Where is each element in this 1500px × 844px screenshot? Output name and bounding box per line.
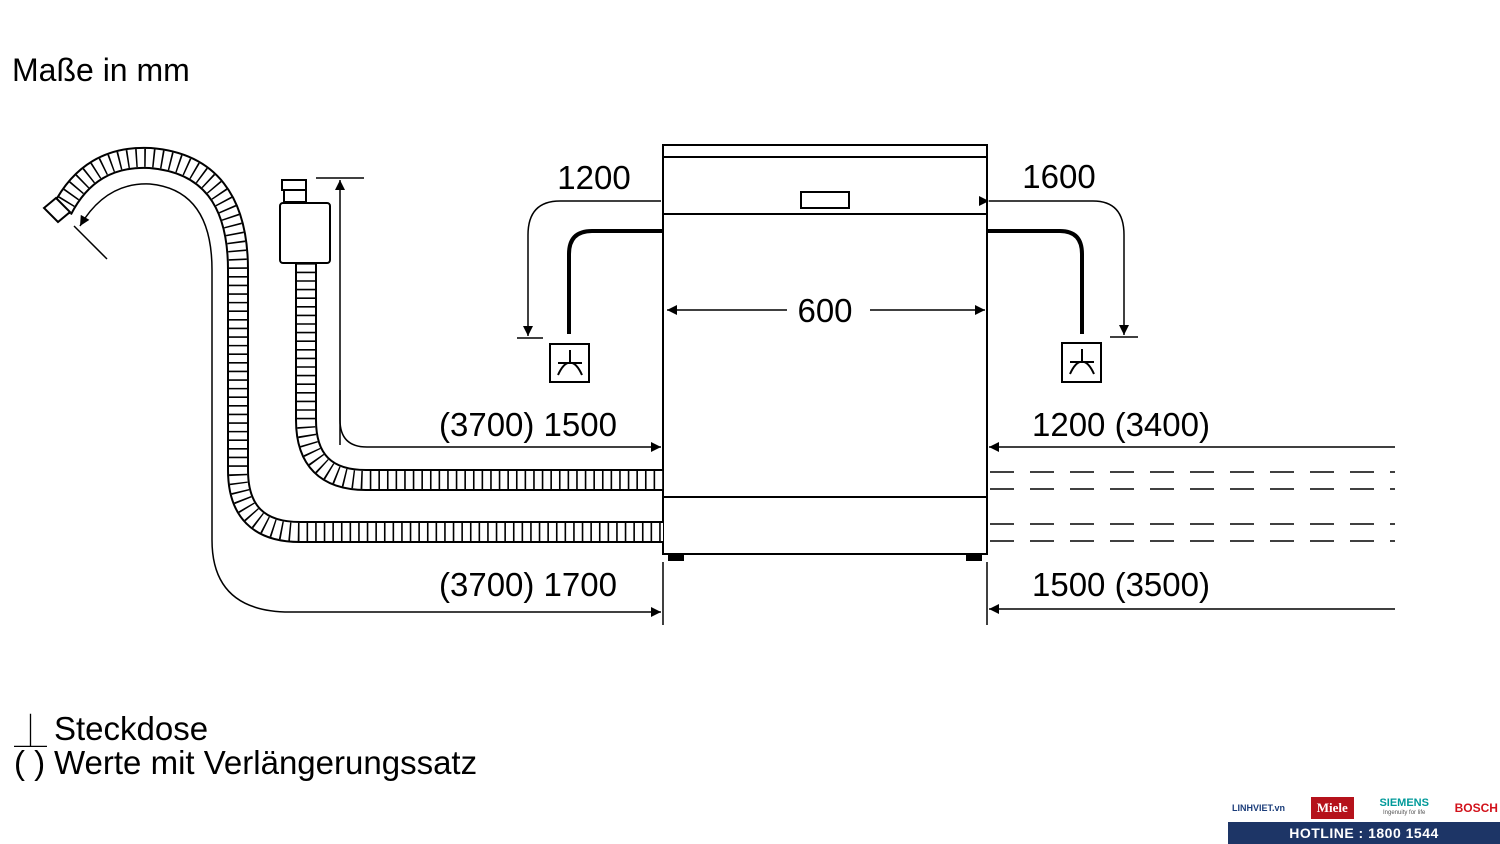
inlet-dimension-left	[339, 390, 661, 452]
cable-length-right: 1600	[1022, 158, 1095, 195]
drain-length-left: (3700) 1700	[439, 566, 617, 603]
width-label: 600	[797, 292, 852, 329]
cable-dimension-right	[979, 196, 1138, 338]
legend-socket-label: Steckdose	[54, 710, 209, 747]
inlet-length-right: 1200 (3400)	[1032, 406, 1210, 443]
socket-icon	[549, 343, 590, 383]
socket-icon	[1061, 342, 1102, 383]
bosch-logo: BOSCH	[1454, 801, 1498, 815]
inlet-length-left: (3700) 1500	[439, 406, 617, 443]
siemens-wordmark: SIEMENS	[1379, 797, 1429, 809]
cable-length-left: 1200	[557, 159, 630, 196]
door-handle	[800, 191, 850, 209]
brand-banner: LINHVIET.vn Miele SIEMENS Ingenuity for …	[1228, 794, 1500, 844]
right-hose-continuation	[990, 471, 1395, 542]
drain-length-right: 1500 (3500)	[1032, 566, 1210, 603]
power-cable-right	[987, 229, 1084, 334]
linhviet-logo: LINHVIET.vn	[1232, 803, 1286, 813]
hotline-banner: HOTLINE : 1800 1544	[1228, 822, 1500, 844]
siemens-tagline: Ingenuity for life	[1383, 810, 1426, 816]
parentheses-symbol: ( )	[14, 744, 46, 781]
drain-dimension-left	[73, 183, 661, 617]
dishwasher-feet	[668, 554, 982, 561]
legend-parentheses: ( ) Werte mit Verlängerungssatz	[14, 744, 477, 782]
drain-hose-end	[42, 196, 72, 224]
siemens-logo: SIEMENS Ingenuity for life	[1379, 798, 1429, 818]
dishwasher-body	[662, 144, 988, 555]
miele-logo: Miele	[1310, 797, 1354, 819]
drain-hose	[52, 146, 663, 543]
cable-dimension-left	[517, 200, 661, 339]
legend-socket: ⏊ Steckdose	[14, 705, 208, 753]
inlet-valve	[279, 179, 331, 264]
extension-lines	[662, 562, 988, 625]
diagram-title: Maße in mm	[12, 52, 190, 88]
power-cable-left	[567, 229, 663, 334]
legend-parentheses-label: Werte mit Verlängerungssatz	[54, 744, 478, 781]
brand-logos: LINHVIET.vn Miele SIEMENS Ingenuity for …	[1228, 794, 1500, 822]
inlet-hose	[295, 263, 663, 491]
socket-icon: ⏊	[14, 713, 47, 750]
